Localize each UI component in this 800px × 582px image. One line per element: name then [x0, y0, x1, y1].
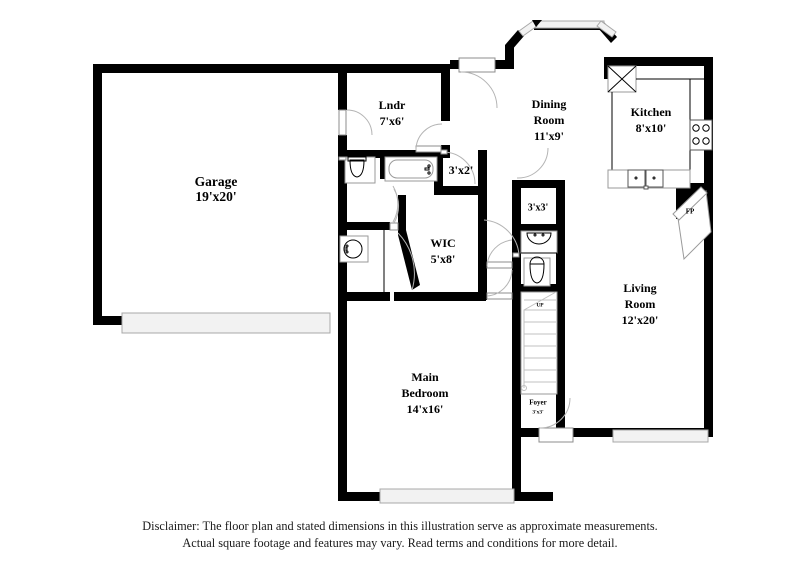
doors	[338, 57, 574, 443]
label-dining-name2: Room	[534, 113, 565, 127]
door-laundry-leaf	[338, 109, 347, 136]
disclaimer-line-1: Disclaimer: The floor plan and stated di…	[142, 519, 658, 533]
fireplace: FP	[672, 186, 712, 261]
door-bedroom	[486, 292, 513, 300]
label-laundry-name: Lndr	[379, 98, 406, 112]
garage-walls	[93, 64, 345, 325]
disclaimer-text: Disclaimer: The floor plan and stated di…	[0, 518, 800, 551]
door-side-entry	[458, 57, 496, 73]
label-kitchen-name: Kitchen	[631, 105, 672, 119]
bedroom-window	[379, 488, 515, 504]
door-bath	[389, 222, 399, 231]
interior-walls-left	[338, 64, 553, 501]
garage-door	[121, 312, 331, 334]
label-foyer-dim: 3'x3'	[532, 409, 544, 415]
fireplace-label: FP	[686, 208, 695, 216]
label-wic-dim: 5'x8'	[431, 252, 456, 266]
label-foyer-name: Foyer	[529, 399, 547, 407]
label-bedroom-name1: Main	[411, 370, 439, 384]
vanity-2	[520, 230, 558, 254]
bay-window	[505, 20, 617, 51]
label-garage-dim: 19'x20'	[195, 189, 236, 204]
living-room-window	[612, 429, 709, 443]
label-dining-dim: 11'x9'	[534, 129, 564, 143]
room-labels: Garage 19'x20' Lndr 7'x6' 3'x2' WIC 5'x8…	[195, 97, 672, 416]
half-bath-fixtures	[520, 230, 558, 287]
label-living-name2: Room	[625, 297, 656, 311]
exterior-walls-right	[450, 45, 713, 437]
stairs-up-label: UP	[536, 302, 544, 308]
label-garage-name: Garage	[195, 174, 238, 189]
label-laundry-dim: 7'x6'	[380, 114, 405, 128]
windows	[379, 429, 709, 504]
staircase: UP	[520, 291, 558, 395]
door-front-entry	[538, 427, 574, 443]
label-living-dim: 12'x20'	[622, 313, 659, 327]
disclaimer-line-2: Actual square footage and features may v…	[182, 535, 618, 550]
stove	[689, 119, 713, 151]
label-closet32-dim: 3'x2'	[449, 163, 474, 177]
door-laundry-hall	[415, 145, 442, 153]
label-living-name1: Living	[623, 281, 656, 295]
label-bedroom-dim: 14'x16'	[407, 402, 444, 416]
bath-fixtures	[339, 156, 438, 292]
label-wic-name: WIC	[430, 236, 455, 250]
label-bedroom-name2: Bedroom	[401, 386, 448, 400]
label-kitchen-dim: 8'x10'	[636, 121, 667, 135]
toilet-2	[523, 257, 551, 287]
kitchen-fixtures	[607, 65, 713, 190]
stair-box	[520, 291, 558, 395]
label-dining-name1: Dining	[532, 97, 567, 111]
label-closet33-dim: 3'x3'	[528, 202, 549, 213]
